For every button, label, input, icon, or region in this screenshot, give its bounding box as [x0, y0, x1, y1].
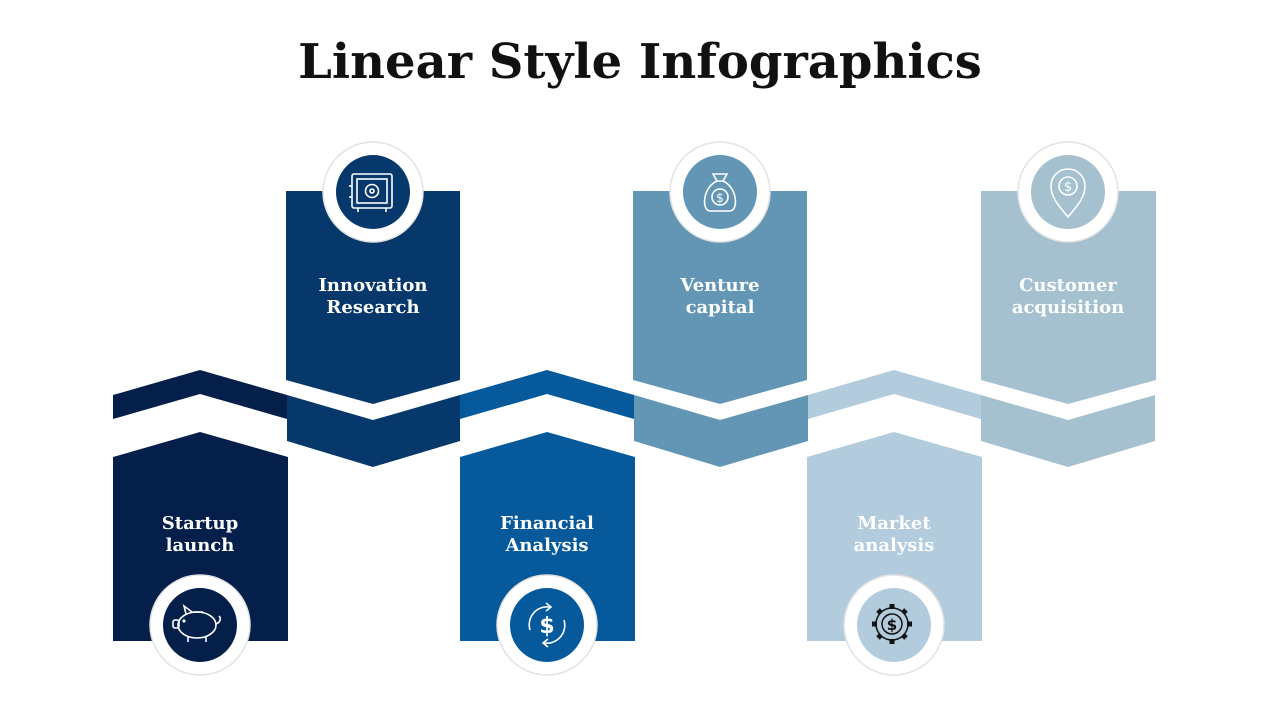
safe-icon [349, 173, 393, 212]
step-label-line2: Research [326, 297, 420, 318]
step-label-line1: Market [857, 513, 931, 534]
band-segment-1 [113, 370, 287, 419]
dollar-gear-icon: $ [872, 604, 912, 644]
svg-text:$: $ [716, 191, 724, 205]
badge-venture: $ [669, 141, 771, 243]
badge-innovation [322, 141, 424, 243]
badge-startup [149, 574, 251, 676]
step-label-line1: Innovation [318, 275, 428, 296]
badge-financial: $ [496, 574, 598, 676]
step-shape-startup [113, 432, 288, 641]
dollar-cycle-icon: $ [528, 602, 566, 648]
step-label-line1: Financial [500, 513, 594, 534]
band-segment-4 [634, 395, 808, 467]
piggy-bank-icon [172, 604, 222, 642]
band-segment-5 [808, 370, 981, 419]
step-label-customer: Customer acquisition [981, 275, 1155, 319]
step-label-line1: Customer [1019, 275, 1117, 296]
svg-text:$: $ [539, 614, 554, 639]
step-label-market: Market analysis [807, 513, 981, 557]
money-bag-icon: $ [703, 173, 737, 212]
step-label-line2: capital [685, 297, 755, 318]
band-segment-6 [981, 395, 1155, 467]
step-shape-financial [460, 432, 635, 641]
step-label-startup: Startup launch [113, 513, 287, 557]
step-shape-innovation [286, 191, 460, 404]
step-label-line2: acquisition [1011, 297, 1125, 318]
step-label-innovation: Innovation Research [286, 275, 460, 319]
badge-customer: $ [1017, 141, 1119, 243]
svg-text:$: $ [1064, 180, 1072, 195]
step-label-financial: Financial Analysis [460, 513, 634, 557]
step-label-line2: launch [165, 535, 235, 556]
band-segment-2 [287, 395, 460, 467]
step-shape-market [807, 432, 982, 641]
step-shape-venture [633, 191, 807, 404]
step-label-line1: Venture [680, 275, 760, 296]
page-title: Linear Style Infographics [298, 34, 982, 90]
step-shape-customer [981, 191, 1156, 404]
step-label-line2: analysis [853, 535, 935, 556]
badge-market: $ [843, 574, 945, 676]
step-label-line2: Analysis [505, 535, 589, 556]
band-segment-3 [460, 370, 634, 419]
step-label-line1: Startup [161, 513, 239, 534]
step-label-venture: Venture capital [633, 275, 807, 319]
dollar-location-icon: $ [1050, 168, 1086, 219]
svg-text:$: $ [887, 616, 897, 634]
